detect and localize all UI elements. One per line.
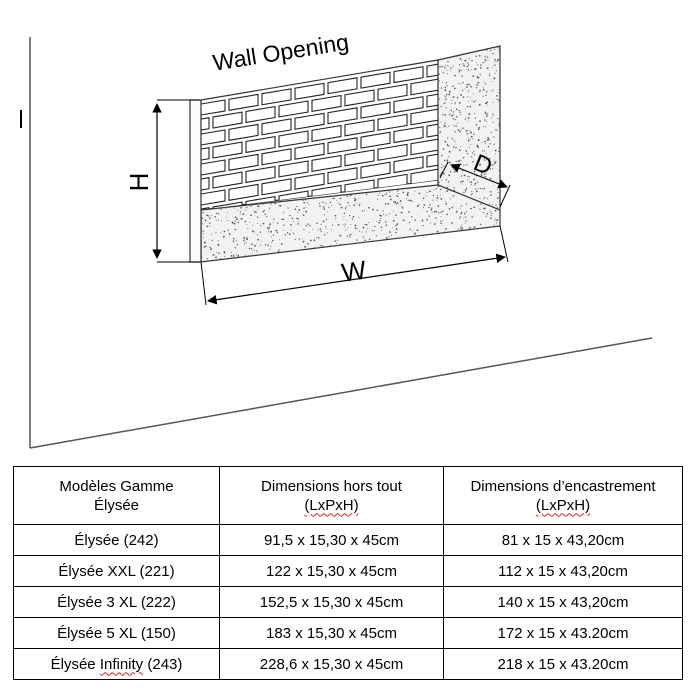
header-overall-dimensions: Dimensions hors tout (LxPxH) [219, 466, 444, 525]
model-cell: Élysée 3 XL (222) [13, 586, 220, 618]
recess-dimensions-cell: 218 x 15 x 43.20cm [443, 648, 683, 680]
width-label: W [340, 254, 369, 287]
overall-dimensions-cell: 122 x 15,30 x 45cm [219, 555, 444, 587]
table-row: Élysée 3 XL (222) 152,5 x 15,30 x 45cm 1… [13, 586, 683, 618]
model-cell: Élysée XXL (221) [13, 555, 220, 587]
depth-dimension [439, 161, 511, 208]
table-row: Élysée 5 XL (150) 183 x 15,30 x 45cm 172… [13, 617, 683, 649]
concrete-texture-sill [200, 185, 501, 260]
recess-dimensions-cell: 172 x 15 x 43.20cm [443, 617, 683, 649]
diagram-title: Wall Opening [211, 29, 351, 76]
overall-dimensions-cell: 228,6 x 15,30 x 45cm [219, 648, 444, 680]
model-cell: Élysée 5 XL (150) [13, 617, 220, 649]
table-row: Élysée (242) 91,5 x 15,30 x 45cm 81 x 15… [13, 524, 683, 556]
wall-opening-diagram: H W D Wall Opening [20, 29, 653, 449]
dimensions-table: Modèles Gamme Élysée Dimensions hors tou… [13, 466, 683, 680]
opening-left-jamb [189, 99, 202, 263]
opening-right-side [437, 45, 501, 211]
header-models: Modèles Gamme Élysée [13, 466, 220, 525]
recess-dimensions-cell: 81 x 15 x 43,20cm [443, 524, 683, 556]
header-recess-dimensions: Dimensions d’encastrement (LxPxH) [443, 466, 683, 525]
model-cell: Élysée (242) [13, 524, 220, 556]
recess-dimensions-cell: 112 x 15 x 43,20cm [443, 555, 683, 587]
table-row: Élysée Infinity (243) 228,6 x 15,30 x 45… [13, 648, 683, 680]
overall-dimensions-cell: 183 x 15,30 x 45cm [219, 617, 444, 649]
wall-floor-edge [29, 337, 653, 449]
height-dimension [152, 99, 200, 263]
table-row: Élysée XXL (221) 122 x 15,30 x 45cm 112 … [13, 555, 683, 587]
overall-dimensions-cell: 152,5 x 15,30 x 45cm [219, 586, 444, 618]
table-header-row: Modèles Gamme Élysée Dimensions hors tou… [13, 466, 683, 525]
recess-dimensions-cell: 140 x 15 x 43,20cm [443, 586, 683, 618]
overall-dimensions-cell: 91,5 x 15,30 x 45cm [219, 524, 444, 556]
height-label: H [124, 173, 154, 192]
model-cell: Élysée Infinity (243) [13, 648, 220, 680]
width-dimension [200, 225, 509, 306]
